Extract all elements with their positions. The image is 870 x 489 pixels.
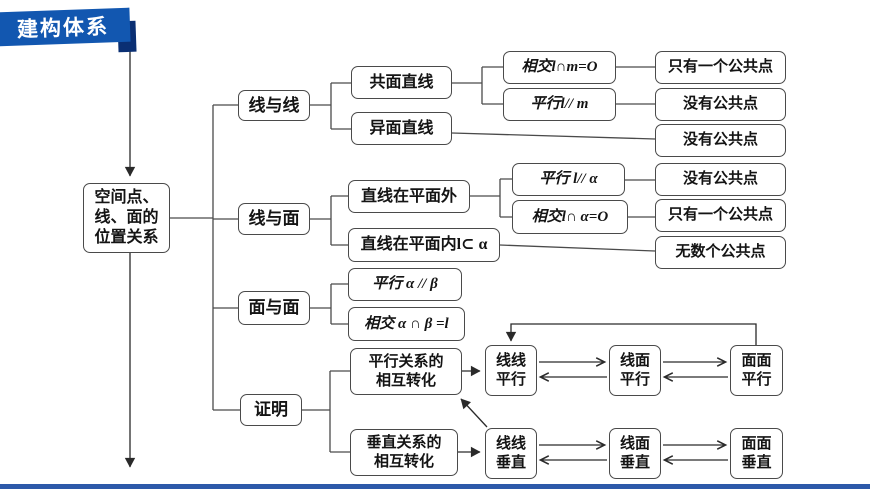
node-line-plane-parallel: 平行 l// α — [512, 163, 625, 196]
node-label: 平行 — [619, 371, 650, 388]
node-line-in-plane: 直线在平面内l⊂ α — [348, 228, 500, 262]
node-label: 面面 — [741, 435, 772, 452]
node-root: 空间点、 线、面的 位置关系 — [83, 183, 170, 253]
node-one-common-point-2: 只有一个公共点 — [655, 199, 786, 232]
node-label: 相交l∩ α=O — [531, 208, 609, 225]
node-label: 无数个公共点 — [675, 244, 766, 261]
node-line-plane-parallel-proof: 线面 平行 — [609, 345, 661, 396]
perp-to-parallel-diagonal-arrow — [460, 398, 488, 428]
node-planes-parallel: 平行 α // β — [348, 268, 462, 301]
node-plane-plane-perp: 面面 垂直 — [730, 428, 783, 479]
root-line-1: 空间点、 — [94, 189, 159, 206]
node-label: 相交 α ∩ β =l — [364, 315, 449, 332]
node-line-line-perp: 线线 垂直 — [485, 428, 537, 479]
node-label: 直线在平面内l⊂ α — [360, 236, 488, 253]
banner-label: 建构体系 — [0, 7, 131, 47]
node-label: 相互转化 — [373, 453, 434, 470]
node-label: 没有公共点 — [682, 171, 758, 188]
node-label: 异面直线 — [369, 119, 434, 137]
node-line-line: 线与线 — [238, 90, 310, 121]
plane-plane-loop-arrow — [505, 323, 757, 345]
node-label: 线与线 — [248, 95, 300, 115]
node-label: 共面直线 — [369, 73, 434, 91]
node-label: 线线 — [495, 352, 526, 369]
node-label: 线面 — [619, 435, 650, 452]
node-label: 垂直 — [619, 454, 650, 471]
node-infinite-common-points: 无数个公共点 — [655, 236, 786, 269]
node-proof: 证明 — [240, 394, 302, 426]
node-label: 平行l// m — [530, 96, 589, 113]
root-line-3: 位置关系 — [94, 229, 159, 246]
node-perpendicular-transform: 垂直关系的 相互转化 — [350, 429, 458, 476]
node-label: 平行 α // β — [372, 276, 438, 293]
node-label: 相交l∩m=O — [521, 59, 598, 76]
node-label: 没有公共点 — [682, 132, 758, 149]
node-label: 平行 — [741, 371, 772, 388]
node-label: 只有一个公共点 — [667, 59, 773, 76]
node-label: 平行关系的 — [368, 353, 444, 370]
node-no-common-point-2: 没有公共点 — [655, 124, 786, 157]
node-label: 垂直 — [495, 454, 526, 471]
node-label: 面面 — [741, 352, 772, 369]
node-planes-intersect: 相交 α ∩ β =l — [348, 307, 465, 341]
node-lines-parallel: 平行l// m — [503, 88, 616, 121]
node-label: 线面 — [619, 352, 650, 369]
node-plane-plane: 面与面 — [238, 291, 310, 325]
bottom-accent-bar — [0, 484, 870, 489]
node-line-outside-plane: 直线在平面外 — [348, 180, 470, 213]
node-no-common-point-1: 没有公共点 — [655, 88, 786, 121]
node-parallel-transform: 平行关系的 相互转化 — [350, 348, 462, 395]
node-coplanar-lines: 共面直线 — [351, 66, 452, 99]
node-label: 垂直关系的 — [366, 434, 442, 451]
node-plane-plane-parallel-proof: 面面 平行 — [730, 345, 783, 396]
node-one-common-point-1: 只有一个公共点 — [655, 51, 786, 84]
node-skew-lines: 异面直线 — [351, 112, 452, 145]
node-label: 平行 l// α — [539, 171, 598, 188]
root-line-2: 线、面的 — [94, 209, 159, 226]
node-no-common-point-3: 没有公共点 — [655, 163, 786, 196]
node-lines-intersect: 相交l∩m=O — [503, 51, 616, 84]
node-label: 面与面 — [248, 298, 300, 318]
node-line-plane: 线与面 — [238, 203, 310, 235]
node-label: 平行 — [495, 371, 526, 388]
node-label: 只有一个公共点 — [667, 207, 773, 224]
node-label: 没有公共点 — [682, 96, 758, 113]
section-banner: 建构体系 — [0, 7, 142, 53]
node-line-line-parallel: 线线 平行 — [485, 345, 537, 396]
node-label: 垂直 — [741, 454, 772, 471]
node-label: 证明 — [254, 400, 288, 420]
node-line-plane-intersect: 相交l∩ α=O — [512, 200, 628, 234]
node-label: 线线 — [495, 435, 526, 452]
node-label: 直线在平面外 — [360, 187, 457, 205]
node-line-plane-perp: 线面 垂直 — [609, 428, 661, 479]
node-label: 线与面 — [248, 209, 300, 229]
node-label: 相互转化 — [375, 372, 436, 389]
